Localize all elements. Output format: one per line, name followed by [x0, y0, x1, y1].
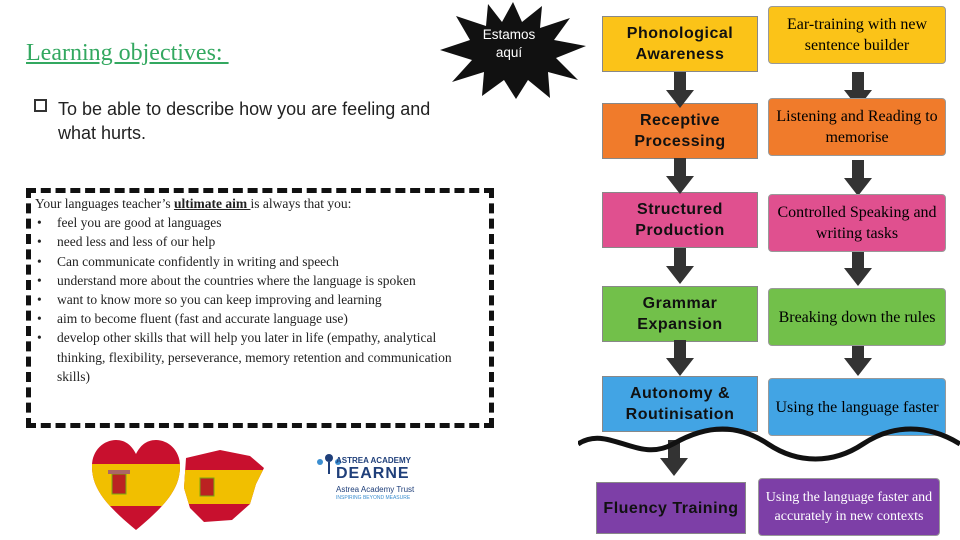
checkbox-bullet-icon	[34, 99, 47, 112]
learning-objective: To be able to describe how you are feeli…	[58, 99, 431, 143]
list-item: develop other skills that will help you …	[37, 328, 475, 386]
stage-autonomy-routinisation: Autonomy & Routinisation	[602, 376, 758, 432]
logo-line3: Astrea Academy Trust	[336, 485, 415, 494]
stage-receptive-processing: Receptive Processing	[602, 103, 758, 159]
desc-label: Breaking down the rules	[778, 308, 936, 326]
arrow-down-icon	[844, 160, 872, 196]
logo-line2: DEARNE	[336, 465, 410, 482]
logo-line4: INSPIRING BEYOND MEASURE	[336, 495, 411, 501]
stage-phonological-awareness: Phonological Awareness	[602, 16, 758, 72]
arrow-down-icon	[666, 158, 694, 194]
page-title: Learning objectives:	[26, 40, 229, 66]
arrow-down-icon	[666, 72, 694, 108]
desc-using-faster: Using the language faster	[768, 378, 946, 436]
desc-ear-training: Ear-training with new sentence builder	[768, 6, 946, 64]
star-label: Estamos aquí	[482, 27, 536, 60]
desc-breaking-rules: Breaking down the rules	[768, 288, 946, 346]
list-item: need less and less of our help	[37, 232, 475, 251]
stage-fluency-training: Fluency Training	[596, 482, 746, 534]
desc-controlled-speaking: Controlled Speaking and writing tasks	[768, 194, 946, 252]
arrow-down-icon	[844, 340, 872, 376]
stage-label: Receptive Processing	[634, 112, 726, 150]
aim-keyword: ultimate aim	[173, 196, 251, 211]
stage-label: Phonological Awareness	[626, 25, 734, 63]
stage-grammar-expansion: Grammar Expansion	[602, 286, 758, 342]
logo-line1: ASTREA ACADEMY	[336, 456, 411, 465]
aim-tail: is always that you:	[250, 196, 352, 211]
arrow-down-icon	[660, 440, 688, 476]
aim-intro: Your languages teacher’s ultimate aim is…	[35, 194, 475, 213]
academy-logo: ASTREA ACADEMY DEARNE Astrea Academy Tru…	[278, 452, 438, 528]
list-item: want to know more so you can keep improv…	[37, 290, 475, 309]
explosion-star-icon	[440, 2, 586, 99]
stage-label: Grammar Expansion	[637, 295, 723, 333]
aim-box: Your languages teacher’s ultimate aim is…	[35, 194, 475, 386]
wavy-divider	[578, 426, 960, 462]
spain-map-icon	[184, 450, 264, 522]
stage-label: Structured Production	[635, 201, 725, 239]
aim-lead: Your languages teacher’s	[35, 196, 174, 211]
list-item: aim to become fluent (fast and accurate …	[37, 309, 475, 328]
desc-label: Ear-training with new sentence builder	[786, 16, 928, 54]
list-item: understand more about the countries wher…	[37, 271, 475, 290]
arrow-down-icon	[666, 248, 694, 284]
arrow-down-icon	[844, 250, 872, 286]
list-item: Can communicate confidently in writing a…	[37, 252, 475, 271]
aim-box-border	[26, 188, 494, 428]
desc-label: Listening and Reading to memorise	[776, 108, 938, 146]
desc-label: Using the language faster and accurately…	[765, 490, 933, 524]
desc-listening-reading: Listening and Reading to memorise	[768, 98, 946, 156]
arrow-down-icon	[666, 340, 694, 376]
stage-label: Fluency Training	[603, 499, 739, 517]
desc-label: Using the language faster	[775, 398, 939, 416]
stage-label: Autonomy & Routinisation	[625, 385, 735, 423]
aim-list: feel you are good at languages need less…	[35, 213, 475, 386]
desc-label: Controlled Speaking and writing tasks	[777, 204, 937, 242]
tree-icon	[317, 454, 341, 474]
spanish-flag-heart-icon	[92, 440, 180, 530]
stage-structured-production: Structured Production	[602, 192, 758, 248]
list-item: feel you are good at languages	[37, 213, 475, 232]
desc-using-accurately: Using the language faster and accurately…	[758, 478, 940, 536]
